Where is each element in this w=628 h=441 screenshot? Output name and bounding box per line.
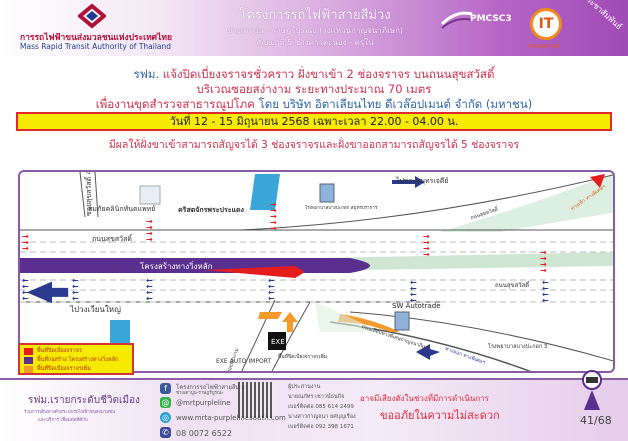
effect-text: มีผลให้ฝั่งขาเข้าสามารถสัญจรได้ 3 ช่องจร… (108, 139, 520, 151)
apology-notice: ขออภัยในความไม่สะดวก (380, 409, 500, 422)
traffic-arrows-outbound: ←←←← (268, 276, 275, 303)
line-id[interactable]: @mrtpurpleline (176, 399, 231, 407)
legend: พื้นที่ปิดเบี่ยงจราจร พื้นที่ก่อสร้าง โค… (18, 343, 134, 375)
label-closed-area: พื้นที่ปิดเบี่ยงจราจร (170, 274, 211, 280)
announcement-line3: เพื่องานขุดสำรวจสาธารณูปโภค โดย บริษัท อ… (0, 96, 628, 114)
it-logo: IT (530, 8, 562, 40)
label-to-phra: ไปพระสมุทรเจดีย์ (396, 177, 449, 185)
traffic-arrows-outbound: ←←←← (542, 278, 549, 305)
footer: รฟม.เรายกระดับชีวิตเมือง ร่วมการเดินทางด… (0, 370, 628, 441)
website-link[interactable]: www.mrta-purplelinesouth.com (176, 414, 286, 422)
project-title: โครงการรถไฟฟ้าสายสีม่วง (239, 8, 391, 23)
traffic-arrows-inbound: →→→→→ (270, 200, 277, 233)
mrta-logo-icon (78, 4, 106, 28)
train-logo-icon (440, 11, 473, 29)
slogan-sub1: ร่วมการเดินทางด้วยระบบรถไฟฟ้าขนส่งมวลชน (24, 410, 116, 415)
phone-number: 08 0072 6522 (176, 429, 232, 438)
qr-code (238, 382, 274, 418)
label-exe: EXE AUTO IMPORT (216, 358, 272, 365)
traffic-arrows-inbound: →→→→ (540, 248, 547, 275)
svg-text:EXE: EXE (271, 338, 285, 346)
legend-label: พื้นที่ก่อสร้าง โครงสร้างทางวิ่งหลัก (37, 357, 119, 363)
church-icon (139, 185, 161, 205)
announcement-line1: รฟม. แจ้งปิดเบี่ยงจราจรชั่วคราว ฝั่งขาเข… (0, 66, 628, 84)
facebook-sub: ช่วงเตาปูน-ราษฎร์บูรณะ (176, 391, 224, 396)
coordinator-2: นางสาวกาญจนา ยศบุญเรือง (288, 414, 356, 420)
legend-swatch (24, 347, 33, 355)
traffic-arrows-outbound: ←←←← (22, 276, 29, 303)
traffic-arrows-outbound: ←←←← (410, 278, 417, 305)
legend-item: พื้นที่ปิดเบี่ยงจราจร (24, 347, 82, 355)
legend-label: พื้นที่ปิดเบี่ยงจราจรเพิ่ม (37, 366, 91, 372)
it-logo-sub: ITALIAN-THAI (528, 44, 561, 50)
traffic-arrows-outbound: ←←←← (72, 276, 79, 303)
legend-swatch (24, 365, 33, 373)
mascot-icon (582, 370, 602, 410)
label-church: คริสตจักรพระประแดง (178, 206, 244, 214)
traffic-arrows-outbound: ←←←← (146, 276, 153, 303)
globe-icon: ◎ (160, 412, 171, 423)
facebook-name: โครงการรถไฟฟ้าสายสีม่วง (176, 384, 246, 391)
label-hospital3: โรงพยาบาลบางปะกอก 3 (488, 344, 548, 350)
traffic-arrows-inbound: →→→ (22, 232, 29, 253)
phone-icon: ✆ (160, 427, 171, 438)
facebook-icon: f (160, 383, 171, 394)
exe-logo-icon (268, 332, 286, 350)
traffic-arrows-inbound: →→→→ (146, 217, 153, 244)
label-dental-clinic: สมภัยคลินิกทันตแพทย์ (88, 205, 156, 213)
label-sw-autotrade: SW Autotrade (392, 302, 441, 310)
pmcsc-logo: PMCSC3 (470, 14, 512, 24)
announcement-line2: บริเวณซอยสง่างาม ระยะทางประมาณ 70 เมตร (196, 82, 432, 96)
label-structure: โครงสร้างทางวิ่งหลัก (140, 262, 213, 271)
label-road-upper: ถนนสุขสวัสดิ์ (92, 235, 132, 243)
legend-label: พื้นที่ปิดเบี่ยงจราจร (37, 348, 82, 354)
coordinator-2-phone: เบอร์ติดต่อ 092 398 1671 (288, 424, 354, 430)
traffic-arrows-inbound: →→→→ (423, 232, 430, 259)
coordinator-1: นายณภัทร เชาวน์ธนกิจ (288, 394, 345, 400)
noise-notice: อาจมีเสียงดังในช่วงที่มีการดำเนินการ (360, 394, 489, 403)
coordinator-title: ผู้ประสานงาน (288, 384, 321, 390)
date-box: วันที่ 12 - 15 มิถุนายน 2568 เฉพาะเวลา 2… (16, 112, 612, 131)
page-number: 41/68 (580, 414, 612, 427)
line1-text: แจ้งปิดเบี่ยงจราจรชั่วคราว ฝั่งขาเข้า 2 … (162, 67, 495, 81)
hospital1-icon (319, 183, 335, 203)
prefix: รฟม. (133, 67, 160, 81)
hospital3-icon (394, 311, 410, 331)
label-extra-area: พื้นที่ปิดเบี่ยงจราจรเพิ่ม (278, 354, 328, 360)
org-name-th: การรถไฟฟ้าขนส่งมวลชนแห่งประเทศไทย (20, 33, 172, 43)
coordinator-1-phone: เบอร์ติดต่อ 085 614 2499 (288, 404, 354, 410)
label-road-right: ถนนสุขสวัสดิ์ (495, 282, 530, 289)
project-section: ช่วงเตาปูน - ราษฎร์บูรณะ (วงแหวนกาญจนาภิ… (226, 26, 404, 35)
label-hospital1: โรงพยาบาลบางปะกอก สมุทรปราการ (305, 206, 378, 211)
line3-company: โดย บริษัท อิตาเลียนไทย ดีเวล๊อปเมนต์ จำ… (258, 97, 533, 111)
pr-ribbon: ประชาสัมพันธ์ (580, 0, 624, 32)
traffic-map: EXE ซอยสุขสวัสดิ์ 47/1 สมภัยคลินิกทันตแพ… (18, 170, 615, 373)
road-drawing: EXE (20, 172, 613, 371)
slogan: รฟม.เรายกระดับชีวิตเมือง (28, 395, 140, 406)
header: การรถไฟฟ้าขนส่งมวลชนแห่งประเทศไทย Mass R… (0, 0, 628, 56)
slogan-sub2: และบริการ เชื่อมต่อที่ดีกับ (38, 418, 88, 423)
legend-item: พื้นที่ปิดเบี่ยงจราจรเพิ่ม (24, 365, 91, 373)
project-contract: สัญญาที่ 5 ช่วงดาวคะนอง - ครุใน (256, 38, 374, 47)
legend-item: พื้นที่ก่อสร้าง โครงสร้างทางวิ่งหลัก (24, 356, 118, 364)
line3-purpose: เพื่องานขุดสำรวจสาธารณูปโภค (95, 97, 255, 111)
legend-swatch (24, 356, 33, 364)
org-name-en: Mass Rapid Transit Authority of Thailand (20, 42, 172, 51)
line-icon: @ (160, 397, 171, 408)
label-to-wongwian: ไปวงเวียนใหญ่ (70, 305, 121, 314)
